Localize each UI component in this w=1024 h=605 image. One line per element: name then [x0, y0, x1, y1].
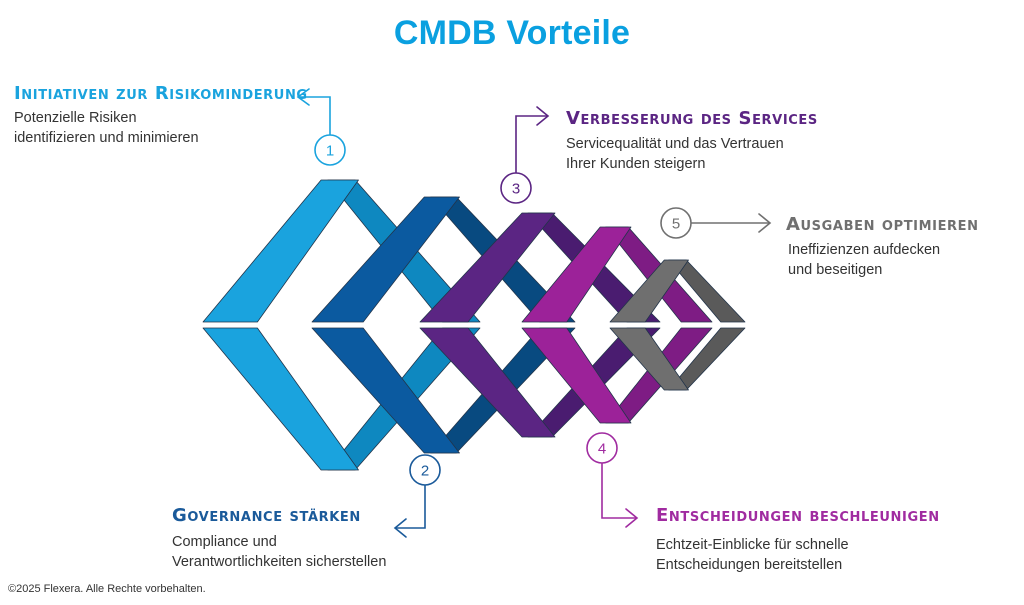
benefit-5-line-2: und beseitigen — [788, 262, 883, 278]
callout-1-circle — [314, 134, 346, 166]
arrow-icon — [536, 106, 550, 126]
callout-4-number: 4 — [598, 441, 606, 458]
diamond-3-upper-left-ribbon — [419, 212, 556, 323]
callout-5-number: 5 — [672, 216, 680, 233]
benefit-2-description: Compliance und Verantwortlichkeiten sich… — [172, 532, 386, 572]
callout-1-number: 1 — [326, 143, 334, 160]
benefit-1-line-1: Potenzielle Risiken — [14, 110, 137, 126]
arrow-icon — [393, 518, 407, 538]
benefit-4-line-2: Entscheidungen bereitstellen — [656, 557, 843, 573]
benefit-1-heading: Initiativen zur Risikominderung — [14, 83, 308, 104]
callout-3-connector-line — [515, 115, 548, 173]
benefit-4-line-1: Echtzeit-Einblicke für schnelle — [656, 537, 849, 553]
callout-2-connector-line — [395, 485, 426, 529]
benefit-5-line-1: Ineffizienzen aufdecken — [788, 242, 941, 258]
diamond-3-lower-left-ribbon — [419, 327, 556, 438]
diamond-4-upper-left-ribbon — [521, 226, 632, 323]
benefit-3-description: Servicequalität und das Vertrauen Ihrer … — [566, 134, 784, 174]
benefit-2-line-1: Compliance und — [172, 534, 277, 550]
callout-1-connector-line — [298, 96, 331, 135]
benefit-3-heading: Verbesserung des Services — [566, 108, 818, 129]
diamond-1-upper-left-ribbon — [202, 179, 359, 323]
callout-4-circle — [586, 432, 618, 464]
benefit-2-line-2: Verantwortlichkeiten sicherstellen — [172, 554, 387, 570]
page-title: CMDB Vorteile — [393, 14, 631, 52]
benefit-4-heading: Entscheidungen beschleunigen — [656, 505, 940, 526]
benefit-3-line-2: Ihrer Kunden steigern — [566, 156, 706, 172]
benefit-2-heading: Governance stärken — [172, 505, 361, 526]
callout-3-number: 3 — [512, 181, 520, 198]
arrow-icon — [758, 213, 772, 233]
benefit-4-description: Echtzeit-Einblicke für schnelle Entschei… — [656, 535, 849, 575]
callout-4-connector-line — [601, 463, 637, 519]
diamond-1-lower-left-ribbon — [202, 327, 359, 471]
callout-5-circle — [660, 207, 692, 239]
arrow-icon — [296, 88, 310, 106]
benefit-3-line-1: Servicequalität und das Vertrauen — [566, 136, 784, 152]
callout-2-circle — [409, 454, 441, 486]
benefit-5-heading: Ausgaben optimieren — [786, 214, 979, 235]
benefit-1-line-2: identifizieren und minimieren — [14, 130, 199, 146]
arrow-icon — [625, 508, 639, 528]
diamond-2-lower-left-ribbon — [311, 327, 460, 454]
callout-2-number: 2 — [421, 463, 429, 480]
diamond-5-lower-left-ribbon — [609, 327, 689, 391]
benefit-5-description: Ineffizienzen aufdecken und beseitigen — [788, 240, 940, 280]
benefit-1-description: Potenzielle Risiken identifizieren und m… — [14, 108, 199, 148]
diamond-2-upper-left-ribbon — [311, 196, 460, 323]
diamond-4-lower-left-ribbon — [521, 327, 632, 424]
diamond-5-upper-left-ribbon — [609, 259, 689, 323]
copyright-footer: ©2025 Flexera. Alle Rechte vorbehalten. — [8, 583, 206, 595]
callout-3-circle — [500, 172, 532, 204]
